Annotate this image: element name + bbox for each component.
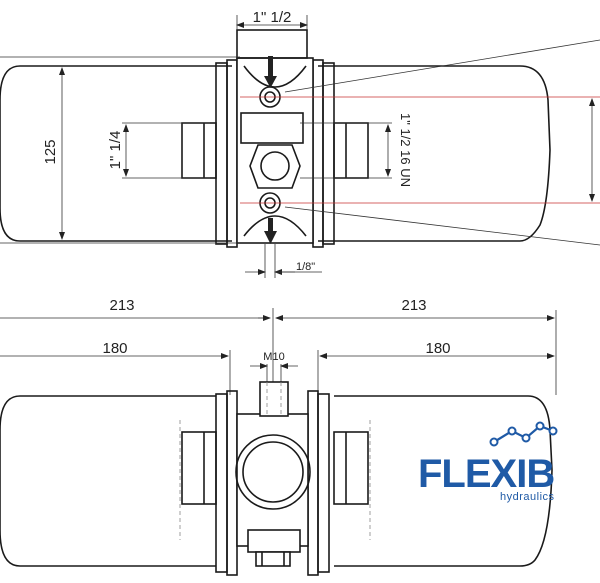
hex-fitting-bore — [260, 151, 290, 181]
center-block-arc-bottom — [243, 215, 307, 237]
inlet-tube — [236, 29, 308, 59]
dim-left-inner: 180 — [102, 340, 127, 357]
left-flange-side-inner — [226, 390, 238, 576]
center-body-side — [236, 413, 309, 547]
left-tank-outline — [0, 65, 232, 242]
left-side-port — [181, 122, 217, 179]
dim-inlet-thread: 1" 1/2 — [253, 9, 292, 26]
right-side-port — [333, 122, 369, 179]
dim-center-thread: 1" 1/2 16 UN — [398, 113, 413, 187]
top-bolt — [259, 381, 289, 417]
dim-height: 125 — [42, 139, 59, 164]
outflow-arrow — [264, 218, 277, 244]
hex-fitting — [249, 144, 301, 189]
dim-right-total: 213 — [401, 297, 426, 314]
left-stub-side — [181, 431, 217, 505]
side-view: 213 213 180 180 M10 — [0, 297, 557, 576]
left-tank-side — [0, 395, 216, 567]
top-view: 1" 1/2 125 1" 1/4 1" 1/2 16 UN 1/8" 93 — [0, 9, 600, 278]
right-flange-outer — [322, 62, 335, 245]
dim-bolt: M10 — [263, 351, 284, 363]
center-block-arc-top — [243, 65, 307, 88]
logo-tagline: hydraulics — [500, 491, 555, 503]
right-tank-side — [334, 395, 553, 567]
right-flange-side-outer — [317, 393, 330, 573]
left-flange-outer — [215, 62, 228, 245]
dim-left-total: 213 — [109, 297, 134, 314]
flexib-logo: FLEXIB hydraulics — [418, 421, 558, 503]
drain-plug — [255, 551, 291, 567]
drain-block — [247, 529, 301, 553]
sight-window — [240, 112, 304, 144]
dim-right-inner: 180 — [425, 340, 450, 357]
right-flange-side-inner — [307, 390, 319, 576]
round-port — [235, 434, 311, 510]
right-stub-side — [333, 431, 369, 505]
dim-small-port: 1/8" — [296, 261, 315, 273]
inflow-arrow — [264, 56, 277, 88]
left-flange-side-outer — [215, 393, 228, 573]
left-flange-inner — [226, 59, 238, 248]
right-tank-outline — [318, 65, 551, 242]
logo-brand: FLEXIB — [418, 452, 554, 496]
right-flange-inner — [312, 59, 324, 248]
dim-side-port: 1" 1/4 — [107, 131, 124, 170]
